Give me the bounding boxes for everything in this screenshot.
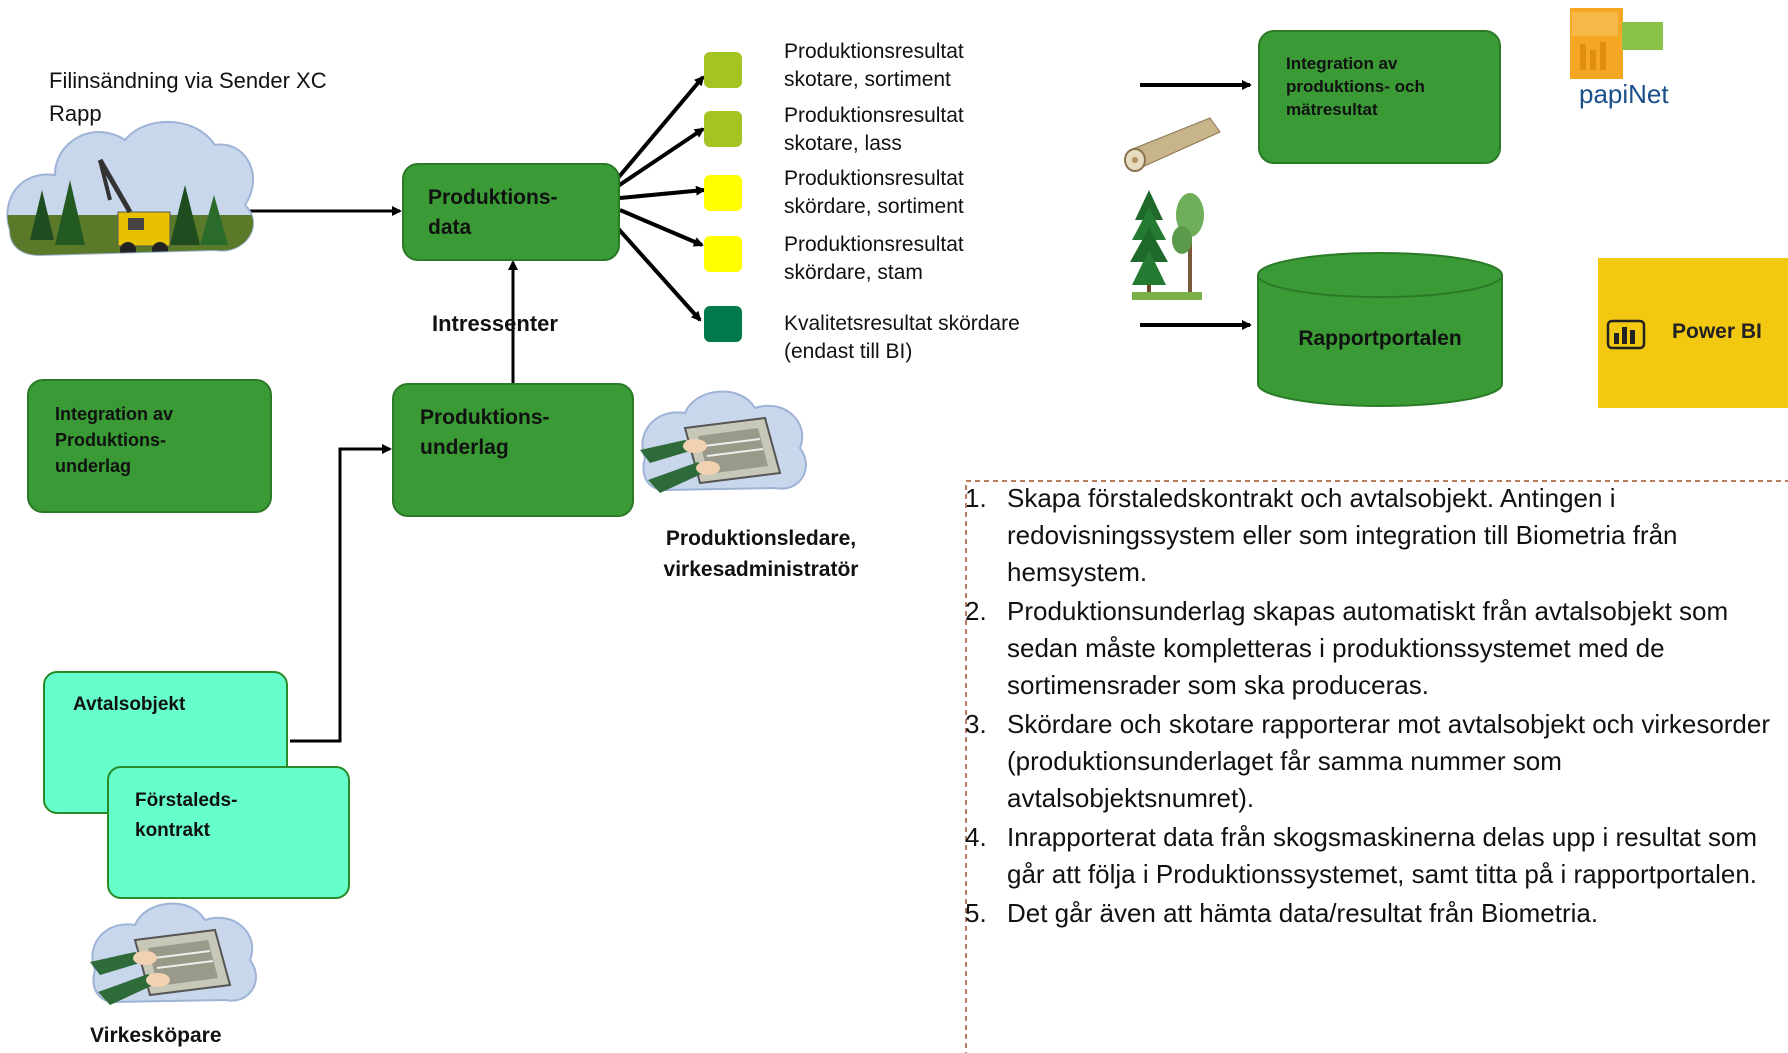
- step-number: 5.: [965, 898, 987, 928]
- virkeskopare-label: Virkesköpare: [90, 1024, 222, 1047]
- integration-matresultat-box[interactable]: Integration av produktions- och mätresul…: [1258, 30, 1501, 164]
- output-label-5: Kvalitetsresultat skördare (endast till …: [784, 312, 1020, 363]
- step-number: 4.: [965, 822, 987, 852]
- powerbi-tile: [1598, 258, 1788, 408]
- arrow-out-4: [619, 208, 704, 247]
- log-icon: [1124, 117, 1221, 172]
- step-text: Skapa förstaledskontrakt och avtalsobjek…: [1007, 483, 1678, 587]
- arrow-out-1: [616, 75, 705, 180]
- intressenter-label: Intressenter: [432, 311, 558, 336]
- step-number: 1.: [965, 483, 987, 513]
- step-item: 5. Det går även att hämta data/resultat f…: [965, 895, 1788, 932]
- papinet-label: papiNet: [1579, 79, 1669, 109]
- step-number: 3.: [965, 709, 987, 739]
- arrow-out-2: [616, 127, 705, 188]
- step-text: Produktionsunderlag skapas automatiskt f…: [1007, 596, 1729, 700]
- output-square-2: [704, 111, 742, 147]
- steps-list: 1. Skapa förstaledskontrakt och avtalsobj…: [965, 480, 1788, 934]
- rapportportalen-label[interactable]: Rapportportalen: [1298, 327, 1462, 350]
- integration-produktionsunderlag-box[interactable]: Integration av Produktions- underlag: [27, 379, 272, 513]
- keyboard-picture-virkeskopare: [90, 902, 257, 1005]
- step-item: 4. Inrapporterat data från skogsmaskinern…: [965, 819, 1788, 893]
- forstaledskontrakt-box[interactable]: Förstaleds- kontrakt: [107, 766, 350, 899]
- output-square-1: [704, 52, 742, 88]
- output-square-3: [704, 175, 742, 211]
- arrow-avtalsobjekt-to-underlag: [290, 444, 392, 743]
- powerbi-label: Power BI: [1672, 320, 1762, 343]
- produktionsdata-box[interactable]: Produktions- data: [402, 163, 620, 261]
- output-label-2: Produktionsresultat skotare, lass: [784, 104, 964, 155]
- produktionsunderlag-box[interactable]: Produktions- underlag: [392, 383, 634, 517]
- step-item: 2. Produktionsunderlag skapas automatiskt…: [965, 593, 1788, 704]
- source-label: Filinsändning via Sender XC Rapp: [49, 68, 327, 126]
- output-label-1: Produktionsresultat skotare, sortiment: [784, 40, 964, 91]
- keyboard-picture-production: [640, 390, 807, 493]
- arrow-out-5: [612, 222, 702, 322]
- step-text: Det går även att hämta data/resultat frå…: [1007, 898, 1599, 928]
- output-label-3: Produktionsresultat skördare, sortiment: [784, 167, 964, 218]
- output-square-4: [704, 236, 742, 272]
- step-item: 1. Skapa förstaledskontrakt och avtalsobj…: [965, 480, 1788, 591]
- step-number: 2.: [965, 596, 987, 626]
- forest-machine-picture: [6, 120, 255, 257]
- arrow-out-3: [619, 185, 706, 200]
- trees-icon: [1130, 190, 1204, 300]
- produktionsledare-label: Produktionsledare, virkesadministratör: [663, 527, 859, 581]
- step-text: Skördare och skotare rapporterar mot avt…: [1007, 709, 1771, 813]
- step-item: 3. Skördare och skotare rapporterar mot a…: [965, 706, 1788, 817]
- papinet-logo: [1570, 8, 1663, 79]
- output-label-4: Produktionsresultat skördare, stam: [784, 233, 964, 284]
- output-square-5: [704, 306, 742, 342]
- step-text: Inrapporterat data från skogsmaskinerna …: [1007, 822, 1758, 889]
- rapportportalen-cylinder: [1257, 252, 1503, 407]
